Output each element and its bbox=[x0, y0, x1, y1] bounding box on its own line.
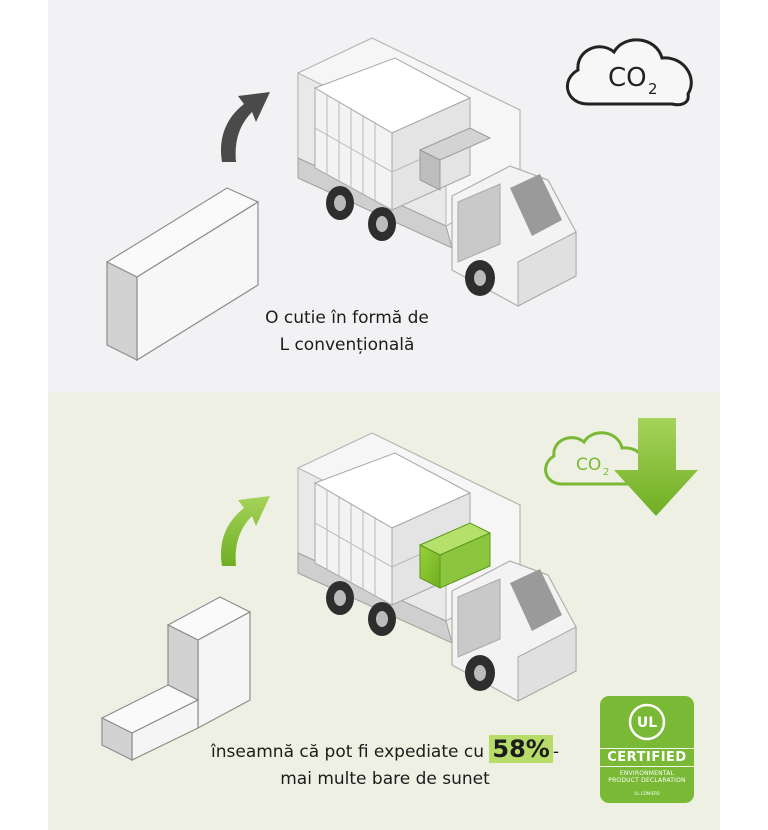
caption-bottom-suffix: - bbox=[552, 742, 559, 762]
caption-bottom-prefix: înseamnă că pot fi expediate cu bbox=[211, 742, 484, 762]
percentage-highlight: 58% bbox=[489, 735, 553, 763]
l-shaped-box bbox=[100, 596, 252, 761]
ul-logo-text: UL bbox=[637, 715, 657, 731]
caption-top-line2: L convențională bbox=[279, 335, 415, 355]
badge-certified-text: CERTIFIED bbox=[600, 748, 694, 767]
co2-cloud-icon: CO 2 bbox=[566, 38, 693, 107]
co2-label-bottom: CO bbox=[576, 455, 601, 475]
badge-line2: PRODUCT DECLARATION bbox=[608, 777, 686, 784]
co2-label-top: CO bbox=[608, 63, 647, 93]
caption-top: O cutie în formă de L convențională bbox=[232, 305, 462, 359]
curved-arrow-icon bbox=[220, 92, 270, 162]
conventional-box bbox=[105, 187, 260, 362]
co2-subscript-top: 2 bbox=[648, 80, 658, 98]
truck-bottom bbox=[297, 432, 577, 702]
co2-subscript-bottom: 2 bbox=[603, 467, 609, 478]
caption-bottom-line2: mai multe bare de sunet bbox=[280, 769, 490, 789]
badge-line1: ENVIRONMENTAL bbox=[619, 770, 675, 777]
caption-bottom: înseamnă că pot fi expediate cu 58%- mai… bbox=[180, 735, 590, 793]
badge-url: UL.COM/EPD bbox=[634, 791, 660, 796]
caption-top-line1: O cutie în formă de bbox=[265, 308, 429, 328]
ul-certified-badge: UL CERTIFIED ENVIRONMENTAL PRODUCT DECLA… bbox=[600, 696, 694, 803]
caption-bottom-line1: înseamnă că pot fi expediate cu 58%- bbox=[180, 735, 590, 766]
badge-env-text: ENVIRONMENTAL PRODUCT DECLARATION bbox=[600, 770, 694, 784]
truck-top bbox=[297, 37, 577, 307]
curved-arrow-icon bbox=[220, 496, 270, 566]
down-arrow-icon bbox=[614, 418, 698, 516]
ul-logo-icon: UL bbox=[628, 703, 666, 741]
